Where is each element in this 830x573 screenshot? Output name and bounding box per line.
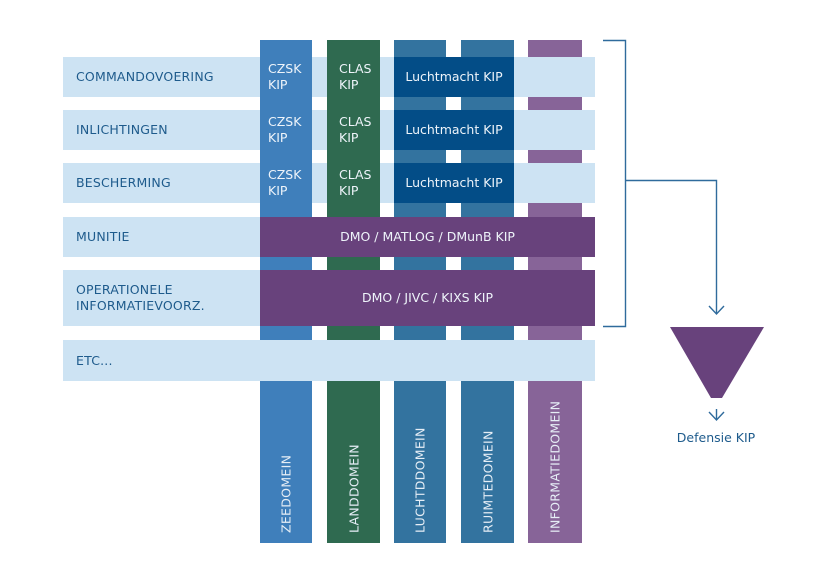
- bracket-line: [603, 39, 627, 328]
- row-label: MUNITIE: [76, 229, 130, 244]
- arrow-down-icon: [708, 305, 725, 316]
- row-label: INLICHTINGEN: [76, 122, 168, 137]
- row-label: OPERATIONELE INFORMATIEVOORZ.: [76, 282, 205, 313]
- czsk-kip-cell: CZSK KIP: [260, 57, 312, 97]
- informatievoorziening-kip-cell: DMO / JIVC / KIXS KIP: [260, 270, 595, 326]
- czsk-kip-cell: CZSK KIP: [260, 163, 312, 203]
- row-label: COMMANDOVOERING: [76, 69, 214, 84]
- clas-kip-cell: CLAS KIP: [327, 163, 380, 203]
- luchtmacht-kip-cell: Luchtmacht KIP: [394, 57, 514, 97]
- result-label: Defensie KIP: [676, 430, 756, 445]
- luchtmacht-kip-cell: Luchtmacht KIP: [394, 163, 514, 203]
- czsk-kip-cell: CZSK KIP: [260, 110, 312, 150]
- row-label: BESCHERMING: [76, 175, 171, 190]
- connector-line: [625, 179, 718, 314]
- row-label: ETC...: [76, 352, 113, 368]
- capability-row: ETC...: [63, 340, 595, 381]
- clas-kip-cell: CLAS KIP: [327, 110, 380, 150]
- clas-kip-cell: CLAS KIP: [327, 57, 380, 97]
- munitie-kip-cell: DMO / MATLOG / DMunB KIP: [260, 217, 595, 257]
- luchtmacht-kip-cell: Luchtmacht KIP: [394, 110, 514, 150]
- funnel-icon: [670, 327, 764, 398]
